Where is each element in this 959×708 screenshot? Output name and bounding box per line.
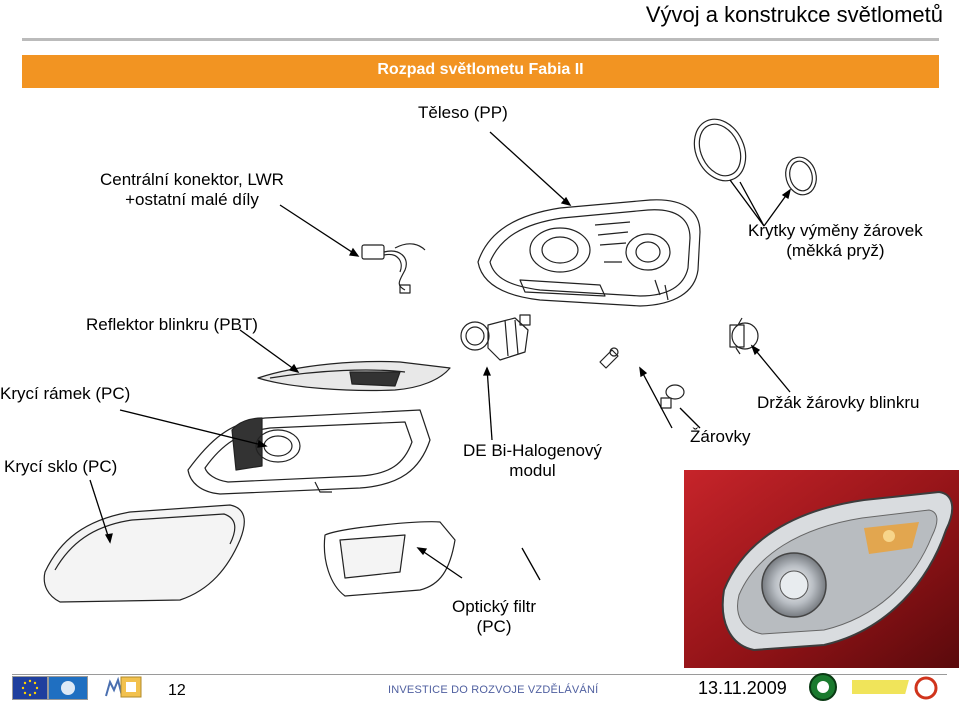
label-module: DE Bi-Halogenový modul	[463, 441, 602, 481]
skoda-icon	[809, 673, 837, 701]
bulb-drawing-1	[599, 347, 619, 369]
label-housing: Těleso (PP)	[418, 103, 508, 122]
frame-drawing	[187, 409, 431, 495]
connector-drawing	[361, 243, 426, 294]
esf-icon	[61, 681, 75, 695]
label-module-line2: modul	[509, 461, 556, 480]
bulb-drawing-2	[660, 384, 685, 409]
bulb-holder-drawing	[729, 317, 759, 355]
glass-drawing	[43, 504, 245, 603]
tredo-icon	[847, 676, 938, 700]
tredo-logo	[847, 676, 942, 700]
cap-large-drawing	[693, 118, 747, 182]
module-drawing	[460, 314, 531, 361]
headlamp-photo-image	[684, 470, 959, 668]
label-caps-line1: Krytky výměny žárovek	[748, 221, 923, 240]
label-reflector: Reflektor blinkru (PBT)	[86, 315, 258, 334]
filter-drawing	[323, 521, 456, 597]
label-caps-line2: (měkká pryž)	[786, 241, 885, 260]
label-caps: Krytky výměny žárovek (měkká pryž)	[748, 221, 923, 261]
headlamp-photo	[684, 470, 959, 668]
eu-flag-logo	[12, 676, 48, 700]
footer-rule	[12, 674, 947, 675]
label-glass: Krycí sklo (PC)	[4, 457, 118, 476]
page-title: Vývoj a konstrukce světlometů	[645, 2, 943, 27]
msmt-logo	[104, 676, 124, 698]
label-filter: Optický filtr (PC)	[452, 597, 536, 637]
op-logo	[118, 674, 144, 700]
section-banner: Rozpad světlometu Fabia II	[22, 55, 939, 88]
label-bulbs: Žárovky	[690, 427, 751, 446]
label-module-line1: DE Bi-Halogenový	[463, 441, 602, 460]
skoda-logo	[806, 672, 840, 702]
label-bulb-holder: Držák žárovky blinkru	[757, 393, 920, 412]
investice-text: INVESTICE DO ROZVOJE VZDĚLÁVÁNÍ	[388, 684, 599, 696]
banner-title: Rozpad světlometu Fabia II	[377, 61, 584, 78]
label-connector-line1: Centrální konektor, LWR	[100, 170, 284, 189]
cap-small-drawing	[785, 156, 817, 196]
label-connector: Centrální konektor, LWR +ostatní malé dí…	[100, 170, 284, 210]
op-icon	[120, 676, 142, 698]
label-frame: Krycí rámek (PC)	[0, 384, 131, 403]
msmt-icon	[105, 676, 123, 697]
footer-date: 13.11.2009	[698, 678, 787, 698]
label-connector-line2: +ostatní malé díly	[125, 190, 259, 209]
esf-logo	[48, 676, 88, 700]
label-filter-line2: (PC)	[476, 617, 512, 636]
reflector-drawing	[257, 360, 451, 392]
label-filter-line1: Optický filtr	[452, 597, 537, 616]
eu-stars-icon	[21, 679, 39, 697]
header-rule	[22, 38, 939, 41]
housing-drawing	[477, 199, 701, 307]
page-number: 12	[168, 682, 186, 699]
